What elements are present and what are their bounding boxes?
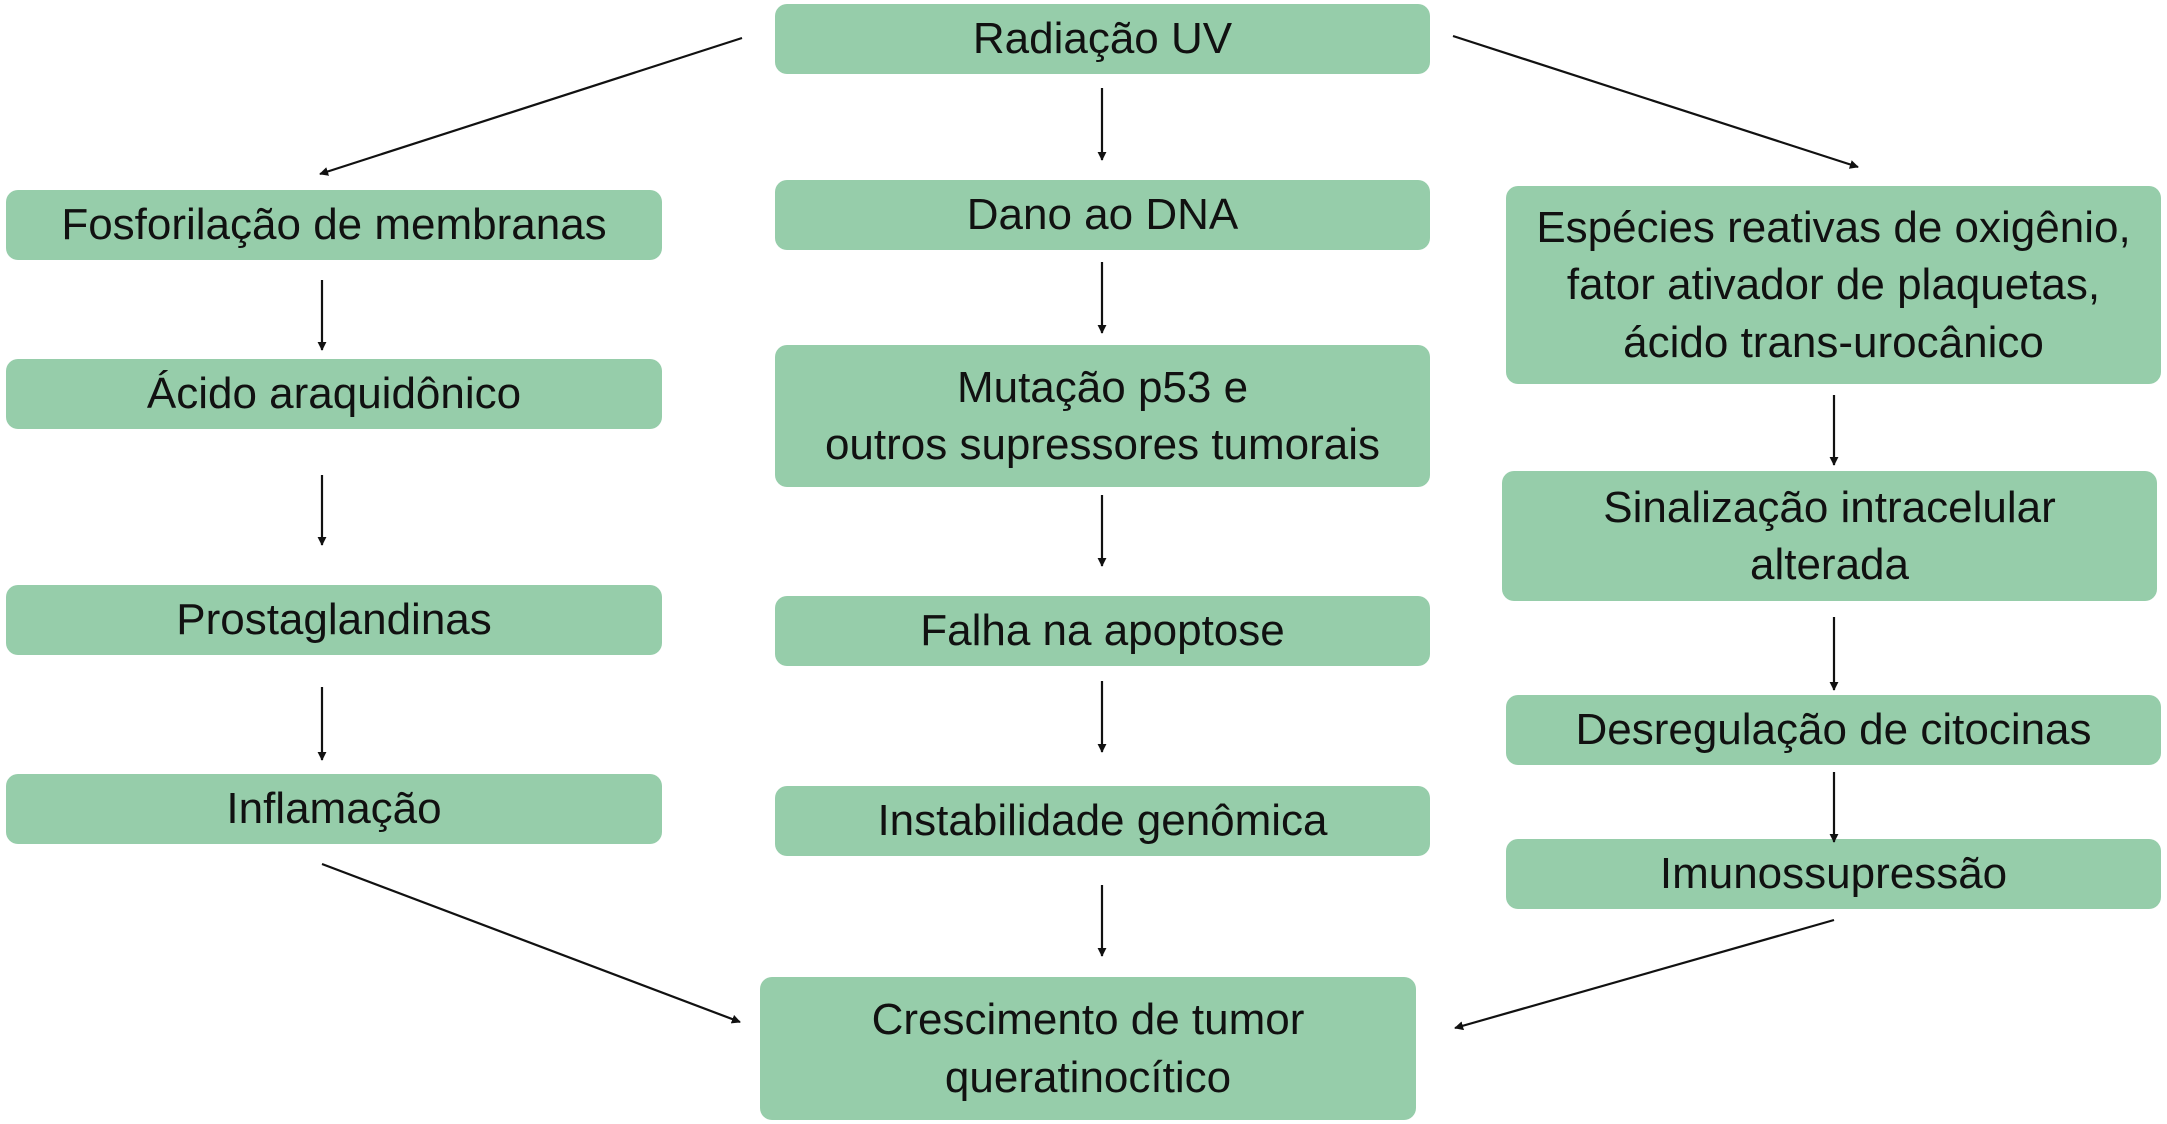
node-label-line: Dano ao DNA — [966, 190, 1239, 240]
arrow-uv-to-left — [319, 36, 743, 176]
node-falha-apoptose: Falha na apoptose — [775, 596, 1430, 666]
node-label-line: Imunossupressão — [1659, 849, 2008, 899]
node-label-line: Fosforilação de membranas — [61, 200, 607, 250]
node-label-line: Sinalização intracelular — [1603, 482, 2056, 532]
node-desregulacao-citocinas: Desregulação de citocinas — [1506, 695, 2161, 765]
node-label-line: outros supressores tumorais — [824, 420, 1381, 469]
node-label-line: Instabilidade genômica — [877, 796, 1328, 846]
arrow-uv-to-right — [1452, 34, 1859, 169]
node-label-line: Mutação p53 e — [956, 362, 1249, 412]
node-label-line: Inflamação — [226, 784, 442, 834]
node-label-line: Prostaglandinas — [176, 595, 492, 645]
node-label-line: Falha na apoptose — [920, 606, 1285, 656]
node-mutacao-p53: Mutação p53 e outros supressores tumorai… — [775, 345, 1430, 487]
arrow-left-to-tumor — [321, 862, 741, 1024]
node-label-line: Espécies reativas de oxigênio, — [1536, 203, 2131, 253]
node-especies-reativas: Espécies reativas de oxigênio, fator ati… — [1506, 186, 2161, 384]
arrow-right-to-tumor — [1454, 918, 1835, 1031]
node-prostaglandinas: Prostaglandinas — [6, 585, 662, 655]
node-instabilidade-genomica: Instabilidade genômica — [775, 786, 1430, 856]
node-label-line: Desregulação de citocinas — [1575, 705, 2092, 755]
node-label-line: Crescimento de tumor — [871, 995, 1305, 1045]
node-acido-araquidonico: Ácido araquidônico — [6, 359, 662, 429]
node-label-line: fator ativador de plaquetas, — [1566, 260, 2101, 310]
node-label-line: Ácido araquidônico — [146, 369, 522, 419]
node-crescimento-tumor: Crescimento de tumor queratinocítico — [760, 977, 1416, 1120]
node-dano-dna: Dano ao DNA — [775, 180, 1430, 250]
node-label-line: ácido trans-urocânico — [1623, 317, 2044, 367]
node-imunossupressao: Imunossupressão — [1506, 839, 2161, 909]
node-sinalizacao-intracelular: Sinalização intracelular alterada — [1502, 471, 2157, 601]
node-radiacao-uv: Radiação UV — [775, 4, 1430, 74]
node-inflamacao: Inflamação — [6, 774, 662, 844]
node-fosforilacao-membranas: Fosforilação de membranas — [6, 190, 662, 260]
node-label-line: Radiação UV — [972, 14, 1233, 64]
node-label-line: alterada — [1749, 540, 1909, 589]
node-label-line: queratinocítico — [944, 1052, 1232, 1102]
